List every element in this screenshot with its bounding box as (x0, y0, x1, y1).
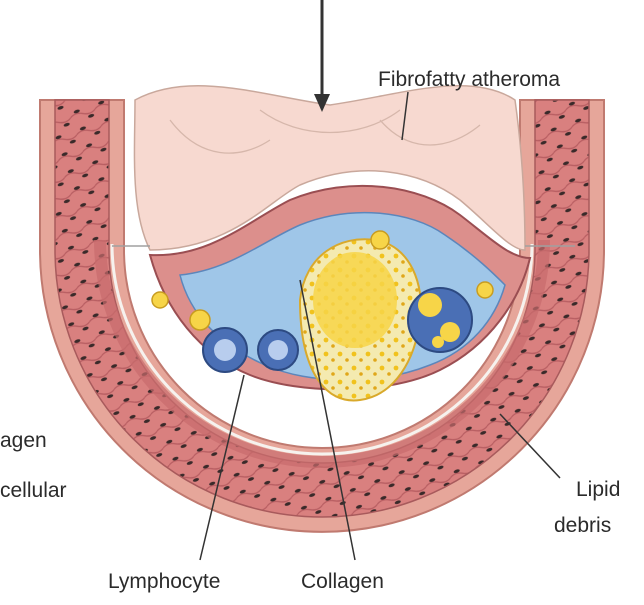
label-debris: debris (554, 514, 611, 537)
label-collagen: Collagen (301, 570, 384, 593)
label-lipid: Lipid (576, 478, 620, 501)
label-fibrofatty-atheroma: Fibrofatty atheroma (378, 68, 560, 91)
foam-cell (371, 231, 389, 249)
label-collagen-left: agen (0, 429, 47, 452)
foam-cell (477, 282, 493, 298)
label-cellular-left: cellular (0, 479, 67, 502)
foam-cell (190, 310, 210, 330)
foam-cell (152, 292, 168, 308)
label-lymphocyte: Lymphocyte (108, 570, 220, 593)
downward-arrow (314, 0, 330, 112)
lipid-droplet (313, 252, 397, 348)
